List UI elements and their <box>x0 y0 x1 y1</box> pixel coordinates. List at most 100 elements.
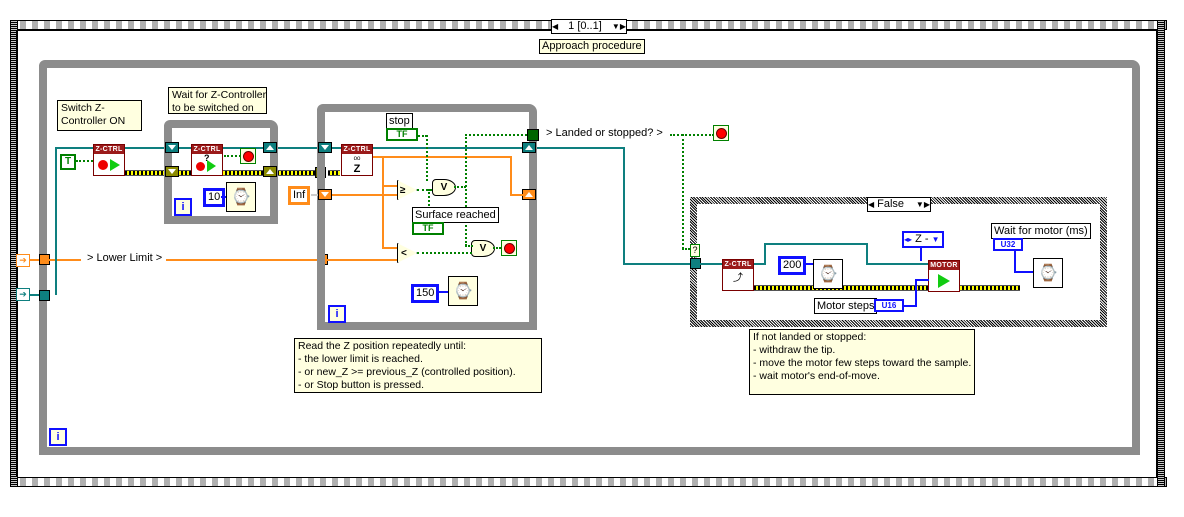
shift-register-left-teal <box>165 142 179 153</box>
stop-icon <box>503 242 515 254</box>
true-constant[interactable]: T <box>60 154 76 170</box>
wire-or2-stop <box>493 247 501 249</box>
zctrl-withdraw-subvi[interactable]: Z-CTRL ⤴ <box>722 259 754 291</box>
wire-prev-to-ge <box>332 194 397 196</box>
wire-ref-up-case <box>754 263 764 265</box>
wait-200-constant[interactable]: 200 <box>778 256 807 275</box>
query-run-icon: ? <box>192 153 222 175</box>
stop-label: stop <box>386 113 413 129</box>
wire-ref-down <box>623 147 625 264</box>
wire-z-to-lt <box>382 247 397 249</box>
loop3-sr-left-teal <box>318 142 332 153</box>
subvi-header: Z-CTRL <box>342 145 372 154</box>
wire-ge-to-or <box>417 189 432 191</box>
watch-icon: ⌚ <box>453 283 473 300</box>
loop3-iteration-terminal: i <box>328 305 346 323</box>
landed-label: > Landed or stopped? > <box>546 127 663 139</box>
wire-steps <box>904 305 916 307</box>
inf-constant[interactable]: Inf <box>288 186 311 205</box>
subvi-header: Z-CTRL <box>723 260 753 269</box>
tunnel-ref <box>39 290 50 301</box>
wait-ms-function-3[interactable]: ⌚ <box>813 259 843 289</box>
wire-status-stop <box>224 155 241 157</box>
wire-lower-limit-in <box>29 259 40 261</box>
wire-z-to-sr <box>510 194 523 196</box>
enum-arrows-icon: ◂▸ <box>904 235 913 244</box>
shift-register-right-teal <box>263 142 277 153</box>
stop-button-control[interactable]: TF <box>386 128 418 141</box>
motor-move-subvi[interactable]: MOTOR <box>928 260 960 292</box>
case-decrement-icon[interactable]: ◀ <box>868 200 875 209</box>
loop3-sr-right-teal <box>522 142 536 153</box>
wire-lower-limit-c <box>327 259 399 261</box>
wire-stop-down <box>426 135 428 181</box>
wire-landed-to-case <box>682 248 690 250</box>
zctrl-switch-on-subvi[interactable]: Z-CTRL <box>93 144 125 176</box>
case-dropdown-icon[interactable]: ▼ <box>915 200 924 209</box>
wire-landed-down <box>682 134 684 249</box>
main-loop-iteration-terminal: i <box>49 428 67 446</box>
sequence-bottom-border <box>10 477 1167 487</box>
surface-reached-indicator: TF <box>412 222 444 235</box>
loop2-stop-condition[interactable] <box>240 148 256 164</box>
main-loop-stop-condition[interactable] <box>713 125 729 141</box>
case-increment-icon[interactable]: ▶ <box>923 200 930 209</box>
motor-steps-label: Motor steps <box>814 298 878 314</box>
wait-motor-label: Wait for motor (ms) <box>991 223 1091 239</box>
wire-stop-out <box>411 135 427 137</box>
comment-read-z: Read the Z position repeatedly until: - … <box>294 338 542 393</box>
wait-motor-control[interactable]: U32 <box>993 238 1023 251</box>
dropdown-arrow-icon[interactable]: ▼ <box>611 22 620 31</box>
comment-switch-on: Switch Z- Controller ON <box>57 100 142 131</box>
subvi-header: MOTOR <box>929 261 959 270</box>
or-function-1[interactable]: V <box>432 179 456 196</box>
wire-wait-200 <box>803 263 813 265</box>
play-icon <box>929 270 959 291</box>
wire-z-out <box>373 156 511 158</box>
sequence-left-border <box>10 20 18 487</box>
wire-ref-to-case <box>623 263 693 265</box>
or-function-2[interactable]: V <box>471 240 495 257</box>
stop-icon <box>715 127 727 139</box>
wire-or-to-or2 <box>465 245 473 247</box>
teal-input-terminal[interactable]: ➔ <box>16 288 30 301</box>
case-selector-terminal: ? <box>690 244 700 257</box>
lower-limit-label: > Lower Limit > <box>87 252 163 264</box>
wire-ref-up-case-v <box>764 243 766 265</box>
wire-lower-limit-a <box>49 259 81 261</box>
enum-dropdown-icon: ▼ <box>931 235 940 244</box>
motor-steps-control[interactable]: U16 <box>874 299 904 312</box>
wait-ms-function-4[interactable]: ⌚ <box>1033 258 1063 288</box>
wire-ref-up <box>55 148 57 295</box>
loop2-iteration-terminal: i <box>174 198 192 216</box>
motor-direction-enum[interactable]: ◂▸ Z - ▼ <box>902 231 944 248</box>
increment-arrow-icon[interactable]: ▶ <box>619 22 626 31</box>
decrement-arrow-icon[interactable]: ◀ <box>552 22 559 31</box>
wire-dir <box>920 247 922 261</box>
wire-ref-top-case <box>764 243 868 245</box>
sequence-frame-label: Approach procedure <box>539 39 645 54</box>
wire-z-down <box>510 156 512 196</box>
wire-inf <box>311 194 318 196</box>
loop3-stop-condition[interactable] <box>501 240 517 256</box>
wait-ms-function-2[interactable]: ⌚ <box>448 276 478 306</box>
sequence-selector[interactable]: ◀ 1 [0..1] ▼ ▶ <box>551 19 627 34</box>
orange-input-terminal[interactable]: ➔ <box>16 254 30 267</box>
wait-150-constant[interactable]: 150 <box>411 284 440 303</box>
wire-lower-limit-b <box>166 259 318 261</box>
motor-direction-value: Z - <box>915 233 929 245</box>
wire-steps-up <box>915 279 917 307</box>
wire-steps-in <box>915 279 929 281</box>
wire-or-up <box>465 134 467 246</box>
shift-register-right-olive <box>263 166 277 177</box>
loop3-sr-right-orange <box>522 189 536 200</box>
watch-icon: ⌚ <box>231 189 251 206</box>
zctrl-status-subvi[interactable]: Z-CTRL ? <box>191 144 223 176</box>
case-selector[interactable]: ◀ False ▼ ▶ <box>867 197 931 212</box>
error-wire-case <box>754 285 1020 291</box>
shift-register-left-olive <box>165 166 179 177</box>
read-z-while-loop[interactable] <box>317 104 537 330</box>
wait-ms-function-1[interactable]: ⌚ <box>226 182 256 212</box>
